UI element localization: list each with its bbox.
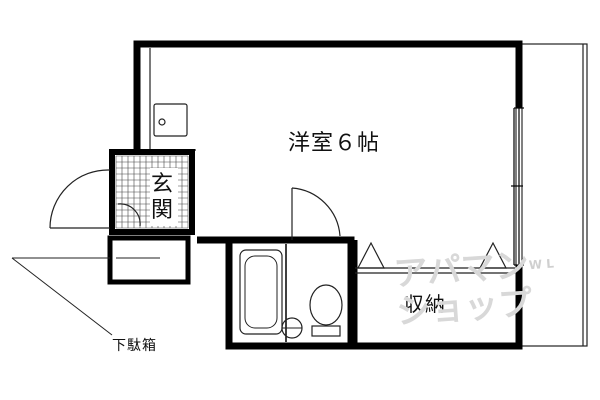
- bathroom: [225, 236, 355, 350]
- shoe-box: [107, 235, 191, 285]
- kitchen-counter: [149, 48, 196, 151]
- watermark-mark: W L: [528, 256, 555, 273]
- entrance-door: [49, 169, 141, 229]
- watermark-logo: アパマンW L ショップ: [392, 244, 558, 332]
- room-label-main: 洋室６帖: [288, 131, 381, 156]
- room-label-entrance: 玄関: [150, 172, 173, 223]
- room-label-storage: 収納: [404, 292, 446, 316]
- window: [511, 107, 524, 266]
- entrance-floor: [109, 149, 195, 235]
- shoe-box-leader: [11, 257, 113, 336]
- bathroom-door: [291, 187, 341, 240]
- room-label-shoe-box: 下駄箱: [112, 338, 157, 354]
- storage-closet: [352, 240, 515, 346]
